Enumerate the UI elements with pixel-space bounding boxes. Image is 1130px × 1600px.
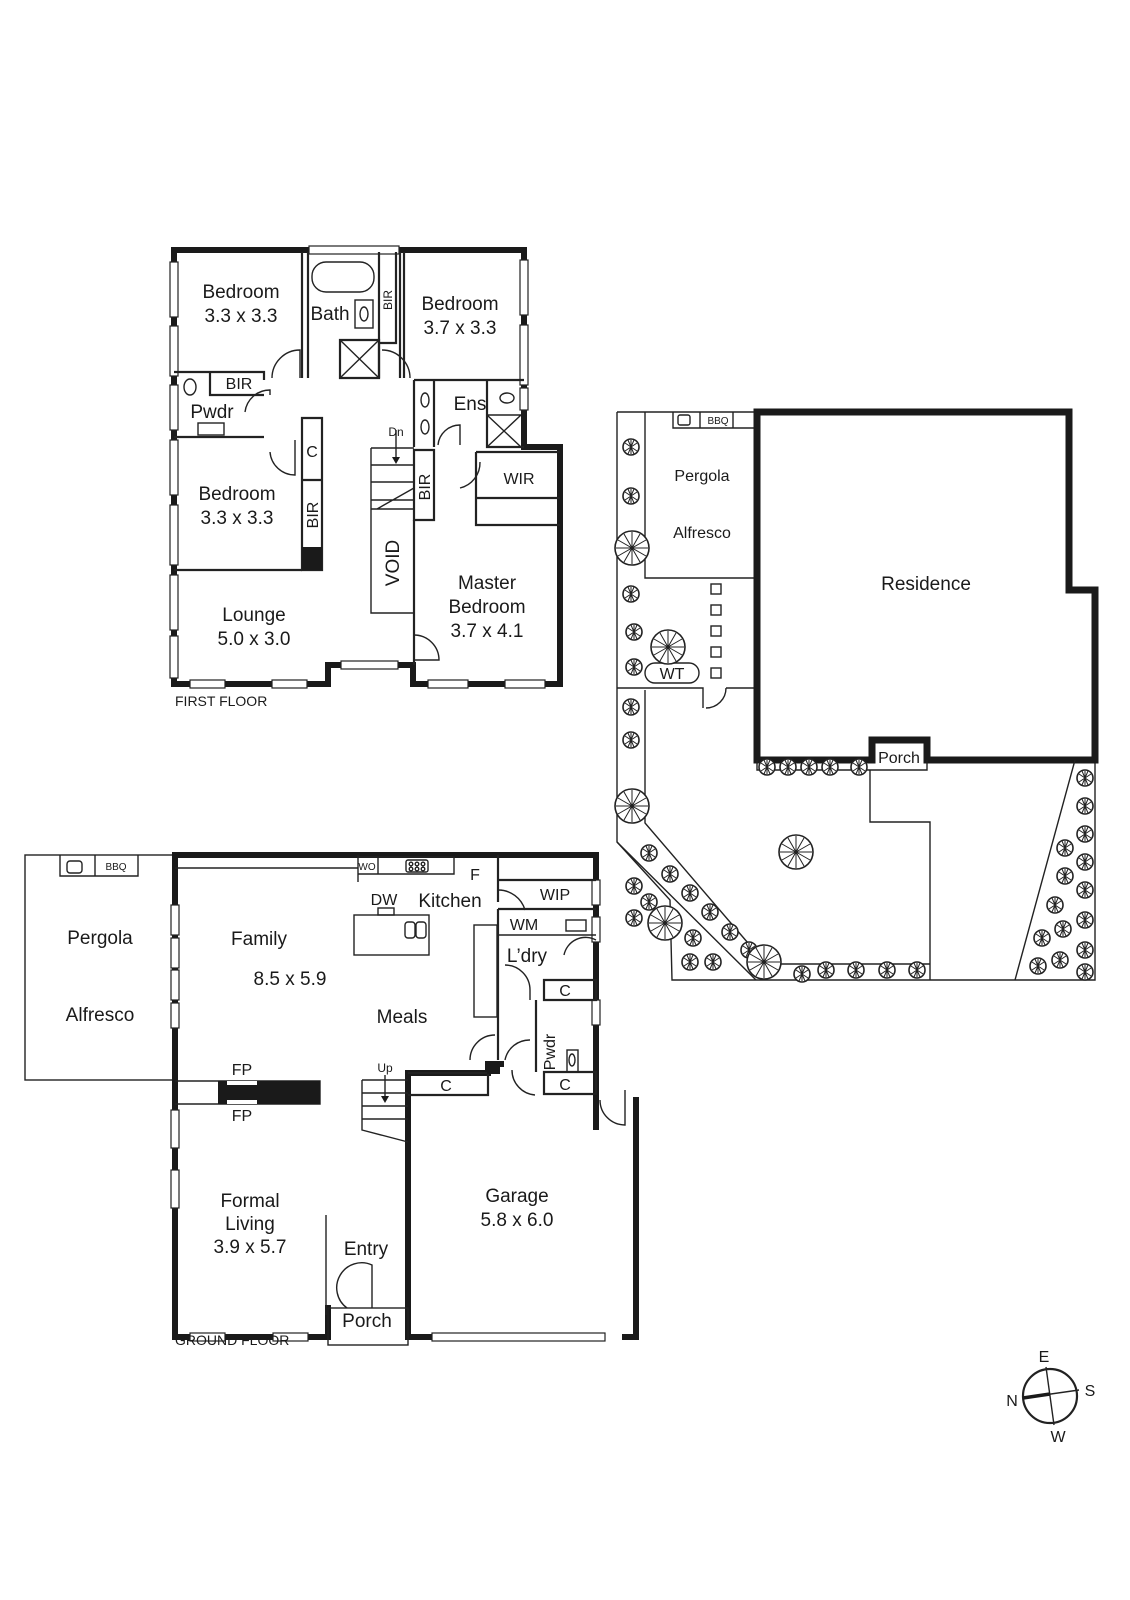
room-entry-label: Entry xyxy=(344,1239,389,1260)
room-pwdr-label: Pwdr xyxy=(542,1033,559,1070)
room-bir-bedroom-label: BIR xyxy=(305,502,322,529)
room-lounge-label: Lounge xyxy=(222,605,285,626)
room-pwdr-label: Pwdr xyxy=(190,402,234,423)
room-c1-label: C xyxy=(559,983,571,1000)
compass-south-label: S xyxy=(1085,1383,1096,1400)
room-porch-label: Porch xyxy=(342,1311,392,1332)
room-formal-label-1: Formal xyxy=(220,1191,279,1212)
kitchen-dw-label: DW xyxy=(371,892,399,909)
room-bedroom-w-label: Bedroom xyxy=(198,484,275,505)
site-porch-label: Porch xyxy=(878,750,920,767)
room-meals-label: Meals xyxy=(377,1007,428,1028)
site-pergola-label: Pergola xyxy=(674,468,729,485)
compass-west-label: W xyxy=(1050,1429,1066,1446)
site-plan xyxy=(614,408,1099,983)
room-kitchen-label: Kitchen xyxy=(418,891,481,912)
compass-east-label: E xyxy=(1039,1349,1050,1366)
room-family-label: Family xyxy=(231,929,287,950)
room-bath-label: Bath xyxy=(310,304,349,325)
room-master-dims: 3.7 x 4.1 xyxy=(451,621,524,642)
site-alfresco-label: Alfresco xyxy=(673,525,731,542)
pergola-bbq-label: BBQ xyxy=(105,862,126,873)
ground-floor-caption: GROUND FLOOR xyxy=(175,1332,289,1348)
room-bir-stair-label: BIR xyxy=(417,474,434,501)
room-family-dims: 8.5 x 5.9 xyxy=(254,969,327,990)
kitchen-wo-label: WO xyxy=(358,862,375,873)
room-formal-label-2: Living xyxy=(225,1214,275,1235)
site-residence-label: Residence xyxy=(881,574,971,595)
room-cupboard-label: C xyxy=(306,444,318,461)
alfresco-label: Alfresco xyxy=(66,1005,135,1026)
ground-floor-labels: BBQ Pergola Alfresco WO F DW Kitchen WIP… xyxy=(66,862,571,1348)
room-garage-label: Garage xyxy=(485,1186,548,1207)
compass-rose: E S N W xyxy=(1006,1349,1095,1446)
fireplace-bottom-label: FP xyxy=(232,1108,252,1125)
laundry-wm-label: WM xyxy=(510,917,538,934)
first-floor-plan xyxy=(169,245,563,689)
room-bir-pwdr-label: BIR xyxy=(226,376,253,393)
fireplace-top-label: FP xyxy=(232,1062,252,1079)
room-bedroom-ne-dims: 3.7 x 3.3 xyxy=(424,318,497,339)
room-wip-label: WIP xyxy=(540,887,570,904)
stair-dn-label: Dn xyxy=(388,425,403,439)
void-label: VOID xyxy=(383,540,404,586)
room-bedroom-w-dims: 3.3 x 3.3 xyxy=(201,508,274,529)
room-bedroom-ne-label: Bedroom xyxy=(421,294,498,315)
pergola-label: Pergola xyxy=(67,928,133,949)
room-c2-label: C xyxy=(440,1078,452,1095)
room-bedroom-nw-dims: 3.3 x 3.3 xyxy=(205,306,278,327)
room-bir-bath-label: BIR xyxy=(381,290,395,310)
room-laundry-label: L’dry xyxy=(507,946,548,967)
room-master-label-1: Master xyxy=(458,573,517,594)
first-floor-caption: FIRST FLOOR xyxy=(175,693,267,709)
compass-icon xyxy=(1021,1366,1080,1426)
room-formal-dims: 3.9 x 5.7 xyxy=(214,1237,287,1258)
site-plan-labels: BBQ Pergola Alfresco Residence WT Porch xyxy=(660,416,971,767)
room-master-label-2: Bedroom xyxy=(448,597,525,618)
first-floor-labels: Bedroom 3.3 x 3.3 Bath BIR Bedroom 3.7 x… xyxy=(175,282,535,709)
site-wt-label: WT xyxy=(660,666,685,683)
room-wir-label: WIR xyxy=(503,471,534,488)
room-c3-label: C xyxy=(559,1077,571,1094)
kitchen-fridge-label: F xyxy=(470,867,480,884)
site-bbq-label: BBQ xyxy=(707,416,728,427)
room-ens-label: Ens xyxy=(454,394,487,415)
stair-up-label: Up xyxy=(377,1061,393,1075)
room-garage-dims: 5.8 x 6.0 xyxy=(481,1210,554,1231)
compass-north-label: N xyxy=(1006,1393,1018,1410)
ground-floor-plan xyxy=(24,852,639,1346)
room-bedroom-nw-label: Bedroom xyxy=(202,282,279,303)
room-lounge-dims: 5.0 x 3.0 xyxy=(218,629,291,650)
